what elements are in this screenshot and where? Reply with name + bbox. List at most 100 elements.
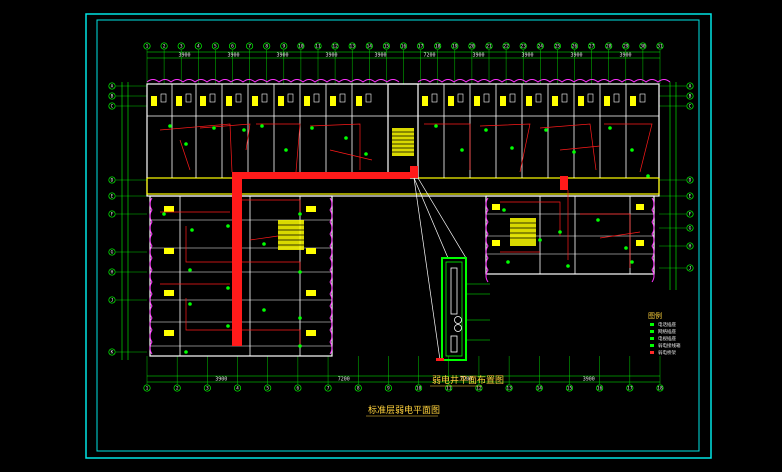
axis-label: 11 bbox=[315, 44, 321, 50]
outlet-marker bbox=[298, 344, 302, 348]
axis-label: K bbox=[111, 350, 114, 356]
axis-label: 20 bbox=[469, 44, 475, 50]
axis-label: 22 bbox=[503, 44, 509, 50]
axis-label: 13 bbox=[349, 44, 355, 50]
sheet-frame-outer bbox=[85, 13, 712, 459]
dimension-label: 3900 bbox=[583, 377, 595, 383]
outlet-marker bbox=[502, 208, 506, 212]
axis-label: 18 bbox=[657, 386, 663, 392]
axis-label: 9 bbox=[282, 44, 285, 50]
outlet-marker bbox=[608, 126, 612, 130]
axis-bubble bbox=[108, 348, 116, 356]
axis-bubble bbox=[246, 42, 254, 50]
dimension-label: 3900 bbox=[570, 53, 582, 59]
axis-label: 9 bbox=[387, 386, 390, 392]
axis-label: 15 bbox=[384, 44, 390, 50]
axis-bubble bbox=[475, 384, 483, 392]
outlet-marker bbox=[212, 126, 216, 130]
corridor bbox=[146, 177, 660, 195]
axis-bubble bbox=[324, 384, 332, 392]
axis-bubble bbox=[294, 384, 302, 392]
axis-label: 7 bbox=[248, 44, 251, 50]
axis-bubble bbox=[434, 42, 442, 50]
axis-label: H bbox=[111, 270, 114, 276]
signal-wiring bbox=[159, 123, 653, 346]
outlet-marker bbox=[162, 212, 166, 216]
axis-label: E bbox=[689, 194, 692, 200]
axis-bubble bbox=[686, 242, 694, 250]
axis-label: 31 bbox=[657, 44, 663, 50]
outlet-marker bbox=[344, 136, 348, 140]
axis-label: 14 bbox=[367, 44, 373, 50]
axis-bubble bbox=[108, 210, 116, 218]
axis-label: 25 bbox=[555, 44, 561, 50]
dimension-label: 7200 bbox=[338, 377, 350, 383]
axis-label: 8 bbox=[265, 44, 268, 50]
legend-item: 电视插座 bbox=[658, 335, 676, 342]
axis-bubble bbox=[108, 92, 116, 100]
axis-bubble bbox=[384, 384, 392, 392]
axis-label: 28 bbox=[606, 44, 612, 50]
axis-bubble bbox=[382, 42, 390, 50]
axis-label: 3 bbox=[206, 386, 209, 392]
axis-label: F bbox=[689, 212, 692, 218]
axis-label: 10 bbox=[416, 386, 422, 392]
legend-item: 弱电接线箱 bbox=[658, 342, 681, 349]
axis-bubble bbox=[686, 176, 694, 184]
axis-label: E bbox=[111, 194, 114, 200]
axis-label: 4 bbox=[197, 44, 200, 50]
axis-bubble bbox=[108, 176, 116, 184]
axis-bubble bbox=[626, 384, 634, 392]
axis-label: 17 bbox=[418, 44, 424, 50]
axis-bubble bbox=[639, 42, 647, 50]
axis-bubble bbox=[203, 384, 211, 392]
balcony-wave-north bbox=[146, 79, 671, 83]
outlet-marker bbox=[298, 316, 302, 320]
axis-bubble bbox=[194, 42, 202, 50]
axis-bubble bbox=[399, 42, 408, 50]
axis-bubble bbox=[445, 384, 453, 392]
dimension-label: 3900 bbox=[521, 53, 533, 59]
axis-bubble bbox=[365, 42, 373, 50]
axis-bubble bbox=[485, 42, 493, 50]
outlet-marker bbox=[572, 150, 576, 154]
axis-bubble bbox=[160, 42, 168, 50]
outlet-marker bbox=[630, 148, 634, 152]
axis-label: 26 bbox=[572, 44, 578, 50]
outlet-marker bbox=[538, 238, 542, 242]
axis-label: 2 bbox=[163, 44, 166, 50]
outlet-marker bbox=[624, 246, 628, 250]
outlet-marker bbox=[460, 148, 464, 152]
axis-bubble bbox=[108, 268, 116, 276]
cable-tray bbox=[232, 166, 568, 346]
axis-label: 2 bbox=[176, 386, 179, 392]
axis-label: 3 bbox=[180, 44, 183, 50]
outlet-marker bbox=[262, 242, 266, 246]
axis-bubble bbox=[622, 42, 630, 50]
axis-label: C bbox=[689, 104, 692, 110]
axis-label: 18 bbox=[435, 44, 441, 50]
axis-label: 13 bbox=[506, 386, 512, 392]
dimension-label: 7200 bbox=[460, 377, 472, 383]
axis-label: 5 bbox=[266, 386, 269, 392]
axis-label: 10 bbox=[298, 44, 304, 50]
outlet-marker bbox=[484, 128, 488, 132]
axis-label: A bbox=[111, 84, 114, 90]
axis-label: 7 bbox=[327, 386, 330, 392]
axis-bubble bbox=[108, 192, 116, 200]
outlet-marker bbox=[226, 324, 230, 328]
outlet-marker bbox=[188, 268, 192, 272]
balcony-wave-west bbox=[149, 197, 153, 355]
outlet-marker bbox=[184, 350, 188, 354]
axis-label: 1 bbox=[146, 386, 149, 392]
outlet-marker bbox=[262, 308, 266, 312]
axis-bubble bbox=[536, 42, 544, 50]
top-dimension-lines bbox=[147, 51, 660, 383]
axis-bubble bbox=[468, 42, 476, 50]
detail-leader-lines bbox=[413, 177, 467, 361]
axis-bubble bbox=[686, 192, 694, 200]
dimension-label: 3900 bbox=[178, 53, 190, 59]
